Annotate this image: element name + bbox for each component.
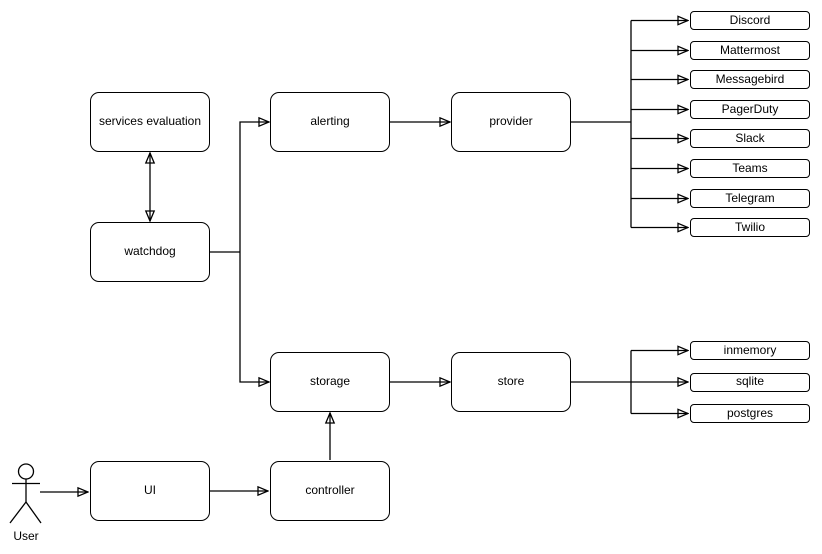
edge-watchdog-alerting — [239, 122, 269, 252]
node-sqlite[interactable]: sqlite — [690, 372, 810, 392]
user-actor-right-leg — [25, 501, 42, 524]
node-label: postgres — [726, 405, 774, 420]
node-label: alerting — [310, 114, 350, 129]
node-label: services evaluation — [98, 114, 202, 129]
node-discord[interactable]: Discord — [690, 11, 810, 30]
edge-watchdog-storage — [239, 252, 269, 382]
user-actor-figure — [9, 463, 42, 524]
node-store[interactable]: store — [451, 352, 571, 412]
node-ui[interactable]: UI — [90, 461, 210, 521]
user-actor-label: User — [13, 529, 39, 543]
node-label: store — [497, 374, 525, 389]
node-storage[interactable]: storage — [270, 352, 390, 412]
node-provider[interactable]: provider — [451, 92, 571, 152]
node-label: Slack — [735, 130, 765, 145]
node-controller[interactable]: controller — [270, 461, 390, 521]
node-label: provider — [489, 114, 533, 129]
node-services-evaluation[interactable]: services evaluation — [90, 92, 210, 152]
node-label: Messagebird — [715, 71, 785, 86]
node-teams[interactable]: Teams — [690, 159, 810, 178]
node-label: Telegram — [725, 190, 775, 205]
node-watchdog[interactable]: watchdog — [90, 222, 210, 282]
node-label: UI — [144, 483, 156, 498]
node-label: Discord — [729, 12, 771, 27]
node-mattermost[interactable]: Mattermost — [690, 41, 810, 60]
node-telegram[interactable]: Telegram — [690, 189, 810, 208]
node-label: watchdog — [124, 244, 176, 259]
node-label: inmemory — [723, 342, 777, 357]
node-inmemory[interactable]: inmemory — [690, 341, 810, 360]
node-label: controller — [305, 483, 355, 498]
node-pagerduty[interactable]: PagerDuty — [690, 100, 810, 119]
node-label: Twilio — [734, 219, 765, 234]
node-twilio[interactable]: Twilio — [690, 218, 810, 237]
node-messagebird[interactable]: Messagebird — [690, 70, 810, 89]
node-alerting[interactable]: alerting — [270, 92, 390, 152]
node-label: PagerDuty — [721, 101, 779, 116]
node-label: sqlite — [735, 374, 764, 389]
node-postgres[interactable]: postgres — [690, 404, 810, 423]
node-slack[interactable]: Slack — [690, 129, 810, 148]
user-actor-left-leg — [9, 501, 27, 524]
node-label: storage — [309, 374, 351, 389]
node-label: Mattermost — [719, 42, 780, 57]
node-label: Teams — [732, 160, 768, 175]
user-actor-head — [17, 463, 35, 480]
